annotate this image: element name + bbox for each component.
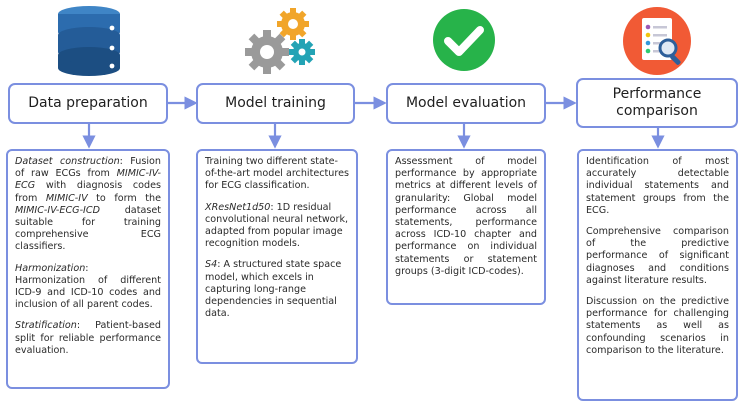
report-magnifier-icon bbox=[623, 7, 691, 75]
s4-text: S4: A structured state space model, whic… bbox=[205, 259, 342, 320]
card-model-evaluation: Assessment of model performance by appro… bbox=[386, 149, 546, 305]
identification-text: Identification of most accurately detect… bbox=[586, 156, 729, 216]
stage-label: Model evaluation bbox=[405, 95, 527, 111]
evaluation-text: Assessment of model performance by appro… bbox=[395, 156, 537, 277]
stratification-text: Stratification: Patient-based split for … bbox=[15, 320, 161, 356]
card-model-training: Training two different state-of-the-art … bbox=[196, 149, 358, 364]
check-circle-icon bbox=[433, 9, 495, 71]
card-data-preparation: Dataset construction: Fusion of raw ECGs… bbox=[6, 149, 170, 389]
stage-model-training: Model training bbox=[196, 83, 355, 124]
database-icon bbox=[58, 6, 120, 76]
harmonization-text: Harmonization: Harmonization of differen… bbox=[15, 262, 161, 311]
gears-icon bbox=[245, 8, 315, 74]
stage-label: Data preparation bbox=[28, 95, 148, 111]
training-intro-text: Training two different state-of-the-art … bbox=[205, 156, 349, 192]
comprehensive-comparison-text: Comprehensive comparison of the predicti… bbox=[586, 226, 729, 286]
xresnet-text: XResNet1d50: 1D residual convolutional n… bbox=[205, 201, 349, 250]
stage-performance-comparison: Performance comparison bbox=[576, 78, 738, 128]
discussion-text: Discussion on the predictive performance… bbox=[586, 296, 729, 356]
stage-label: Model training bbox=[225, 95, 326, 111]
stage-label: Performance comparison bbox=[612, 86, 702, 119]
dataset-construction-text: Dataset construction: Fusion of raw ECGs… bbox=[15, 156, 161, 253]
stage-model-evaluation: Model evaluation bbox=[386, 83, 546, 124]
card-performance-comparison: Identification of most accurately detect… bbox=[577, 149, 738, 401]
stage-data-preparation: Data preparation bbox=[8, 83, 168, 124]
